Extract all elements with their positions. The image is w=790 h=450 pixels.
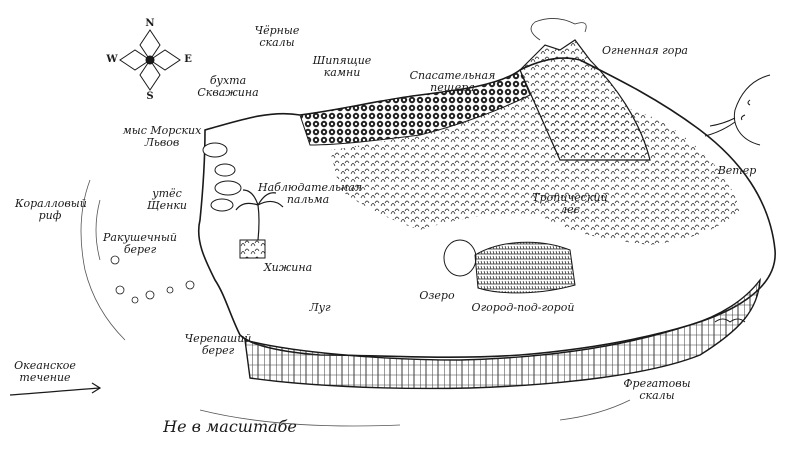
- south-cliffs: [244, 277, 761, 390]
- ocean-current-arrow: [9, 382, 102, 396]
- palm-tree: [235, 189, 284, 241]
- compass-rose: [119, 29, 181, 91]
- wind-face: [704, 74, 771, 146]
- shell-beach-stones: [110, 255, 195, 304]
- rocks: [202, 142, 242, 212]
- smoke: [530, 18, 587, 41]
- hut: [239, 239, 266, 259]
- lake: [443, 239, 477, 277]
- fire-mountain: [519, 39, 651, 161]
- bird: [714, 318, 746, 323]
- garden-plot: [474, 241, 576, 294]
